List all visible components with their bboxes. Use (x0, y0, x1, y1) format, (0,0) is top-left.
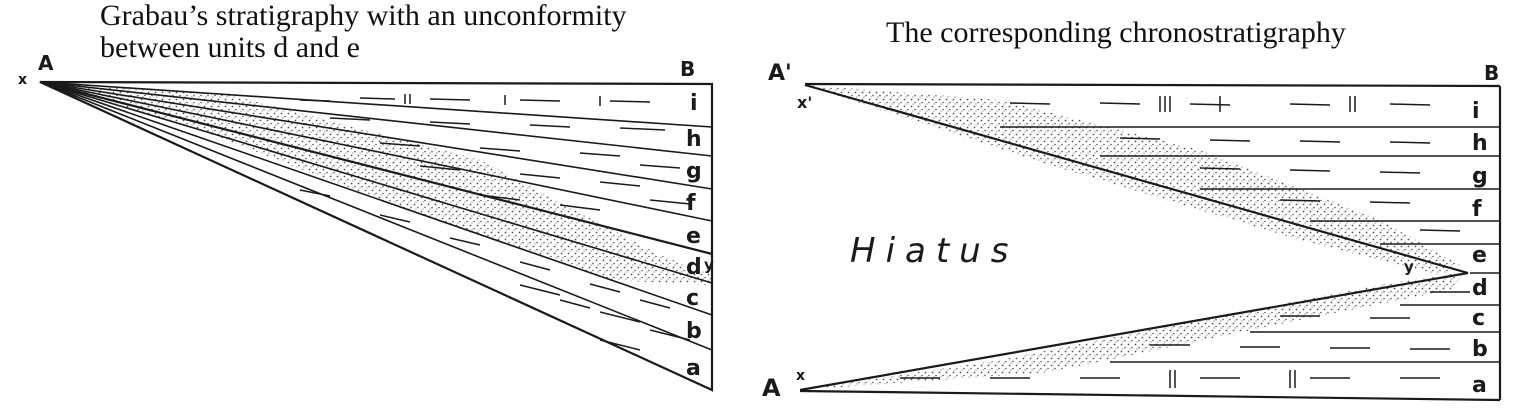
right-unit-e: e (1472, 243, 1487, 268)
left-caption-line-1: Grabau’s stratigraphy with an unconformi… (100, 0, 627, 32)
left-unit-f: f (686, 191, 696, 216)
left-unit-i: i (690, 91, 698, 116)
right-point-a-bottom-label: A (762, 374, 781, 402)
left-caption-line-2: between units d and e (100, 31, 360, 64)
left-boundary-dc (39, 81, 713, 284)
left-wedge-outline (39, 80, 714, 392)
left-boundary-gf (39, 81, 713, 190)
hiatus-label: Hiatus (850, 231, 1018, 271)
right-point-y-label: y (1404, 258, 1414, 276)
left-panel-drawing: A x B y i h g f e d c b a (18, 51, 714, 392)
left-boundary-fe (39, 81, 713, 222)
right-caption: The corresponding chronostratigraphy (886, 16, 1346, 49)
left-unit-g: g (686, 159, 702, 184)
left-layer-boundaries (39, 80, 713, 351)
right-unit-g: g (1472, 164, 1488, 189)
left-caption: Grabau’s stratigraphy with an unconformi… (100, 0, 627, 64)
right-unit-h: h (1472, 131, 1488, 156)
left-unit-e: e (686, 224, 701, 249)
right-lower-wedge-top (799, 271, 1469, 392)
right-upper-wedge-base (804, 83, 1469, 275)
right-lower-boundaries (1110, 272, 1500, 363)
left-point-x-label: x (18, 72, 27, 88)
right-unit-b: b (1472, 337, 1488, 362)
right-point-b-label: B (1484, 61, 1499, 85)
right-upper-boundaries (1000, 126, 1500, 245)
right-hatching (900, 96, 1470, 388)
right-top-edge (804, 82, 1501, 88)
right-point-a-top-label: A' (768, 61, 792, 86)
right-unit-d: d (1472, 276, 1488, 301)
left-unit-a: a (686, 356, 701, 381)
right-bottom-edge (799, 389, 1501, 402)
left-point-a-label: A (38, 51, 54, 75)
left-boundary-unconformity (39, 80, 713, 256)
left-unit-d: d (686, 255, 702, 280)
right-unit-a: a (1472, 373, 1487, 398)
left-point-y-label: y (704, 256, 714, 274)
right-point-x-bottom-label: x (796, 368, 805, 384)
left-hatching (299, 94, 691, 351)
left-boundary-hg (39, 81, 713, 157)
right-unit-c: c (1472, 306, 1485, 331)
left-boundary-cb (39, 81, 713, 316)
right-unit-f: f (1472, 197, 1482, 222)
left-boundary-ba (39, 81, 713, 351)
right-unit-i: i (1472, 99, 1480, 124)
left-boundary-ih (39, 81, 713, 128)
left-point-b-label: B (680, 57, 695, 81)
right-lower-sand (800, 272, 1465, 390)
right-point-x-top-label: x' (797, 93, 812, 112)
left-unit-c: c (686, 286, 699, 311)
right-panel-drawing: A' x' B A x y Hiatus i h g f e d c b a (762, 61, 1502, 402)
left-unit-b: b (686, 319, 702, 344)
left-unit-h: h (686, 127, 702, 152)
